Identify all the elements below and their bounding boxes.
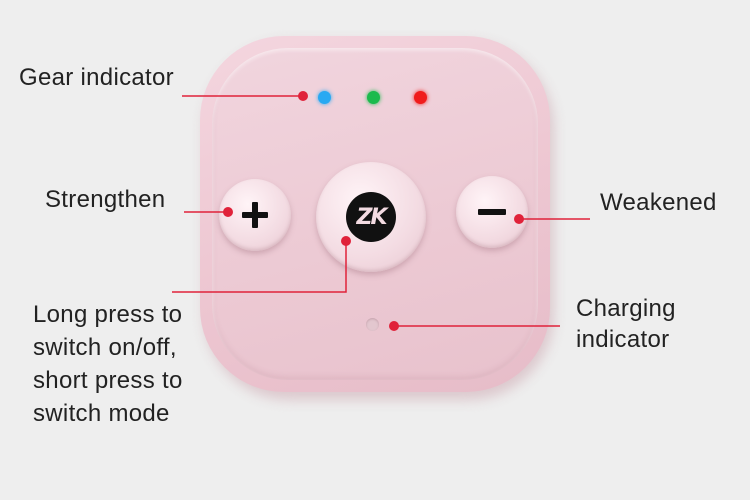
gear-led-red [414, 91, 427, 104]
charging-led [366, 318, 379, 331]
power-button-label: Long press to switch on/off, short press… [33, 301, 183, 427]
strengthen-label: Strengthen [45, 186, 166, 213]
logo-text: ZK [356, 204, 388, 230]
gear-indicator-label: Gear indicator [19, 64, 174, 91]
plus-icon-vertical [252, 202, 258, 228]
zk-logo-icon: ZK [346, 192, 396, 242]
weakened-label: Weakened [600, 189, 717, 216]
gear-led-blue [318, 91, 331, 104]
gear-led-green [367, 91, 380, 104]
strengthen-button[interactable] [219, 179, 291, 251]
charging-indicator-label: Charging indicator [576, 295, 676, 353]
minus-icon [478, 209, 506, 215]
power-mode-button[interactable]: ZK [316, 162, 426, 272]
weaken-button[interactable] [456, 176, 528, 248]
